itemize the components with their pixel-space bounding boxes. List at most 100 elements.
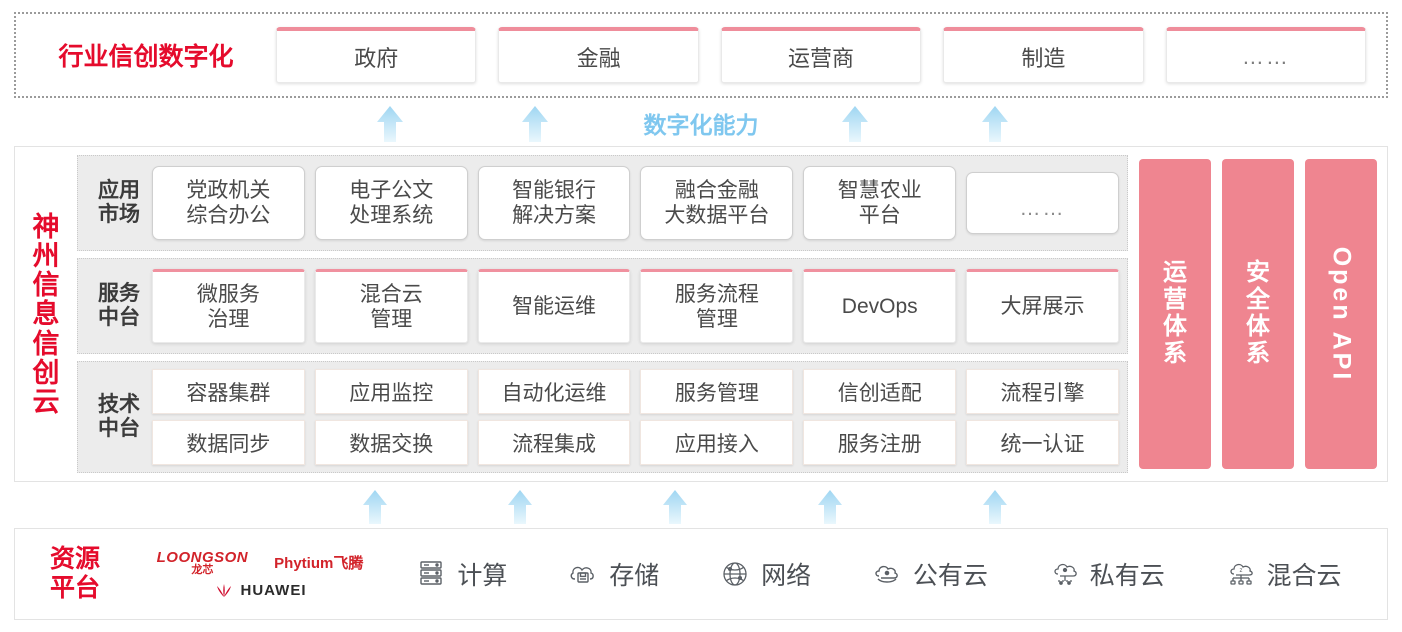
resource-item-public-cloud[interactable]: 公有云 [870, 556, 988, 592]
huawei-logo: HUAWEI [214, 582, 307, 599]
resource-item-label: 公有云 [912, 562, 988, 590]
server-icon [414, 557, 448, 591]
industry-card-finance[interactable]: 金融 [498, 27, 699, 83]
industry-card-more[interactable]: …… [1165, 27, 1367, 83]
up-arrow-icon [515, 104, 555, 144]
service-card-microservice-governance[interactable]: 微服务 治理 [152, 269, 305, 343]
loongson-logo-en: LOONGSON [156, 548, 249, 566]
pillar-char: 营 [1163, 286, 1187, 314]
cloud-storage-icon [566, 557, 600, 591]
cloud-row-list: 应用 市场 党政机关 综合办公 电子公文 处理系统 智能银行 解决方案 融合金融… [77, 155, 1128, 473]
pillar-security-system[interactable]: 安 全 体 系 [1222, 159, 1294, 469]
pillar-open-api[interactable]: Open API [1305, 159, 1377, 469]
up-arrow-icon [975, 104, 1015, 144]
app-card-more[interactable]: …… [966, 172, 1119, 234]
pillar-operations-label: 运 营 体 系 [1163, 259, 1187, 368]
row-label-line: 中台 [98, 417, 140, 440]
resource-platform-title: 资源 平台 [15, 545, 135, 603]
tech-card-xinchuang-adaptation[interactable]: 信创适配 [803, 369, 957, 414]
pillar-open-api-label: Open API [1327, 246, 1356, 382]
row-label-line: 中台 [98, 306, 140, 329]
pillar-operations-system[interactable]: 运 营 体 系 [1139, 159, 1211, 469]
app-card-party-government-office[interactable]: 党政机关 综合办公 [152, 166, 305, 240]
cloud-platform-title: 神 州 信 息 信 创 云 [15, 147, 77, 481]
industry-layer: 行业信创数字化 政府 金融 运营商 制造 …… [14, 12, 1388, 98]
loongson-logo: LOONGSON 龙芯 [157, 550, 249, 576]
service-card-hybrid-cloud-management[interactable]: 混合云 管理 [314, 269, 468, 343]
service-card-list: 微服务 治理 混合云 管理 智能运维 服务流程 管理 DevOps 大屏展示 [152, 269, 1119, 343]
loongson-logo-cn: 龙芯 [191, 563, 214, 576]
pillar-char: 全 [1246, 286, 1270, 314]
vendor-logo-row-1: LOONGSON 龙芯 Phytium飞腾 [157, 550, 364, 576]
tech-card-unified-authentication[interactable]: 统一认证 [966, 420, 1119, 465]
up-arrow-icon [370, 104, 410, 144]
pillar-char: 体 [1246, 313, 1270, 340]
cloud-title-char: 云 [32, 386, 60, 417]
digital-capability-band: 数字化能力 [0, 100, 1402, 144]
app-card-smart-bank-solution[interactable]: 智能银行 解决方案 [477, 166, 631, 240]
digital-capability-label: 数字化能力 [643, 112, 759, 138]
private-cloud-icon [1047, 557, 1081, 591]
resource-item-network[interactable]: 网络 [718, 556, 811, 592]
tech-card-application-monitoring[interactable]: 应用监控 [314, 369, 468, 414]
tech-card-application-access[interactable]: 应用接入 [640, 420, 794, 465]
pillar-char: 系 [1163, 339, 1187, 367]
public-cloud-icon [870, 557, 904, 591]
app-card-e-document-system[interactable]: 电子公文 处理系统 [314, 166, 468, 240]
service-card-intelligent-ops[interactable]: 智能运维 [477, 269, 631, 343]
phytium-logo: Phytium飞腾 [274, 555, 364, 572]
pillar-list: 运 营 体 系 安 全 体 系 Open API [1139, 155, 1377, 473]
up-arrow-icon [355, 486, 395, 526]
industry-card-government[interactable]: 政府 [276, 27, 477, 83]
industry-layer-title: 行业信创数字化 [58, 43, 234, 71]
resource-item-label: 计算 [457, 562, 508, 590]
network-icon [718, 557, 752, 591]
tech-card-service-registry[interactable]: 服务注册 [803, 420, 957, 465]
cloud-title-char: 创 [32, 357, 60, 388]
pillar-security-label: 安 全 体 系 [1246, 259, 1270, 368]
industry-card-manufacturing[interactable]: 制造 [943, 27, 1144, 83]
up-arrow-icon [975, 486, 1015, 526]
service-card-service-process-management[interactable]: 服务流程 管理 [640, 269, 794, 343]
tech-card-process-engine[interactable]: 流程引擎 [966, 369, 1119, 414]
tech-card-data-exchange[interactable]: 数据交换 [314, 420, 468, 465]
resource-item-hybrid-cloud[interactable]: z 混合云 [1224, 556, 1342, 592]
row-label-line: 市场 [98, 203, 140, 226]
row-label-service-platform: 服务 中台 [86, 282, 152, 329]
cloud-title-char: 神 [32, 211, 60, 242]
resource-item-label: 混合云 [1266, 562, 1342, 590]
vendor-logo-row-2: HUAWEI [214, 582, 307, 599]
industry-card-list: 政府 金融 运营商 制造 …… [276, 27, 1386, 83]
row-application-market: 应用 市场 党政机关 综合办公 电子公文 处理系统 智能银行 解决方案 融合金融… [77, 155, 1128, 251]
app-card-smart-agriculture-platform[interactable]: 智慧农业 平台 [803, 166, 957, 240]
row-label-line: 技术 [98, 393, 140, 417]
resource-item-label: 网络 [761, 562, 812, 590]
svg-text:z: z [1239, 568, 1242, 574]
row-label-line: 应用 [98, 179, 140, 203]
hybrid-cloud-icon: z [1224, 557, 1258, 591]
service-card-large-screen-display[interactable]: 大屏展示 [966, 269, 1119, 343]
tech-card-data-sync[interactable]: 数据同步 [152, 420, 305, 465]
huawei-logo-text: HUAWEI [240, 581, 307, 599]
resource-item-private-cloud[interactable]: 私有云 [1047, 556, 1165, 592]
service-card-devops[interactable]: DevOps [803, 269, 957, 343]
tech-card-container-cluster[interactable]: 容器集群 [152, 369, 305, 414]
tech-card-automated-ops[interactable]: 自动化运维 [477, 369, 631, 414]
tech-card-process-integration[interactable]: 流程集成 [477, 420, 631, 465]
row-label-technology-platform: 技术 中台 [86, 393, 152, 440]
resource-item-storage[interactable]: 存储 [566, 556, 659, 592]
tech-card-service-management[interactable]: 服务管理 [640, 369, 794, 414]
row-technology-platform: 技术 中台 容器集群 应用监控 自动化运维 服务管理 信创适配 流程引擎 [77, 361, 1128, 473]
pillar-char: 体 [1163, 313, 1187, 340]
cloud-body: 应用 市场 党政机关 综合办公 电子公文 处理系统 智能银行 解决方案 融合金融… [77, 147, 1387, 481]
huawei-flower-icon [216, 583, 231, 597]
app-card-finance-bigdata-platform[interactable]: 融合金融 大数据平台 [640, 166, 794, 240]
industry-card-operator[interactable]: 运营商 [720, 27, 922, 83]
cloud-title-char: 信 [32, 328, 60, 359]
resource-item-compute[interactable]: 计算 [414, 556, 507, 592]
resource-uplink-band [0, 486, 1402, 526]
resource-item-list: 计算 存储 [385, 556, 1387, 592]
application-card-list: 党政机关 综合办公 电子公文 处理系统 智能银行 解决方案 融合金融 大数据平台… [152, 166, 1119, 240]
technology-card-row-2: 数据同步 数据交换 流程集成 应用接入 服务注册 统一认证 [152, 420, 1119, 465]
